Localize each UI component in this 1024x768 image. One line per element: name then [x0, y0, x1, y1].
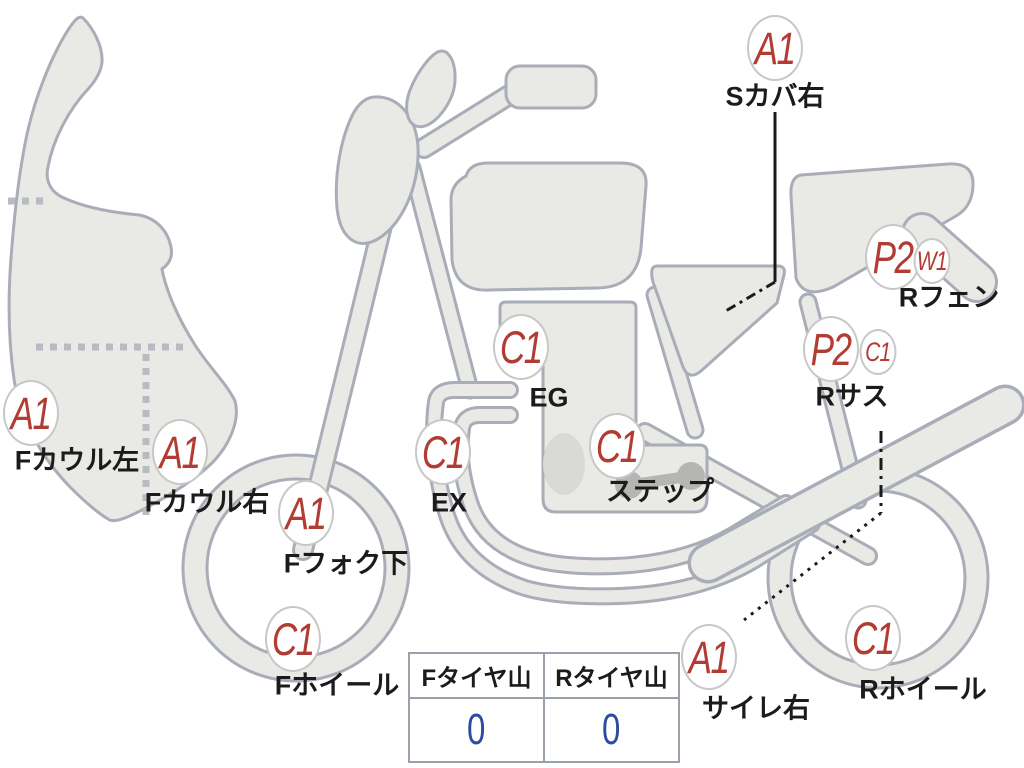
part-name: Fホイール	[274, 670, 400, 701]
mirror	[405, 49, 457, 129]
part-name: EX	[430, 487, 468, 518]
damage-code: A1	[160, 426, 201, 478]
crankcase	[543, 433, 585, 495]
part-name: Rホイール	[859, 674, 987, 705]
cowl-panel-dotted-lines	[8, 197, 188, 518]
part-name: Rサス	[815, 381, 889, 412]
side-cover	[650, 264, 786, 377]
frame-down-tube	[402, 158, 480, 400]
damage-code-badge: C1	[845, 605, 901, 671]
damage-code: C1	[852, 612, 895, 664]
damage-code: A1	[286, 487, 327, 539]
damage-code-badge: A1	[747, 15, 803, 81]
damage-code: C1	[272, 613, 315, 665]
tire-table-header-front: Fタイヤ山	[408, 652, 545, 699]
damage-code-badge: A1	[278, 480, 334, 546]
table-row: 0 0	[408, 697, 680, 763]
damage-subcode: C1	[865, 336, 891, 367]
damage-code: C1	[596, 420, 639, 472]
part-name: ステップ	[606, 476, 714, 507]
part-name: EG	[529, 382, 569, 413]
handlebar-grip	[504, 64, 598, 110]
s-cover-callout-dashdot	[723, 280, 776, 314]
damage-code: C1	[500, 321, 543, 373]
tire-tread-rear-cell: 0	[543, 697, 680, 763]
rear-frame-tube	[645, 285, 705, 440]
fuel-tank	[449, 161, 648, 292]
tire-tread-rear-value: 0	[602, 705, 621, 754]
damage-code: A1	[755, 22, 796, 74]
front-cowl	[7, 15, 238, 523]
tire-table-header-rear: Rタイヤ山	[543, 652, 680, 699]
damage-code-badge: C1	[415, 419, 471, 485]
damage-subcode-badge: W1	[913, 238, 951, 284]
part-name: サイレ右	[702, 693, 810, 724]
part-name: Fカウル左	[14, 445, 140, 476]
damage-code: P2	[873, 231, 914, 283]
damage-subcode-badge: C1	[859, 329, 897, 375]
silencer-callout-dotted	[743, 511, 882, 622]
handlebar	[413, 64, 598, 159]
part-name: Sカバ右	[725, 81, 825, 112]
tire-tread-front-cell: 0	[408, 697, 545, 763]
damage-code-badge: P2	[803, 316, 859, 382]
damage-subcode: W1	[916, 245, 948, 276]
damage-code-badge: A1	[3, 380, 59, 446]
callout-lines	[723, 112, 883, 622]
damage-code: A1	[11, 387, 52, 439]
tire-tread-table: Fタイヤ山 Rタイヤ山 0 0	[408, 652, 680, 763]
damage-code-badge: A1	[681, 624, 737, 690]
headlight	[334, 95, 420, 245]
damage-code: C1	[422, 426, 465, 478]
part-name: Rフェン	[898, 282, 1000, 313]
damage-code-badge: C1	[265, 606, 321, 672]
damage-code-badge: A1	[152, 419, 208, 485]
muffler	[687, 384, 1024, 584]
part-name: Fカウル右	[144, 487, 270, 518]
damage-code: A1	[689, 631, 730, 683]
damage-code-badge: P2	[865, 224, 921, 290]
part-name: Fフォク下	[283, 548, 409, 579]
damage-code-badge: C1	[589, 413, 645, 479]
tire-tread-front-value: 0	[467, 705, 486, 754]
damage-code-badge: C1	[493, 314, 549, 380]
damage-code: P2	[811, 323, 852, 375]
